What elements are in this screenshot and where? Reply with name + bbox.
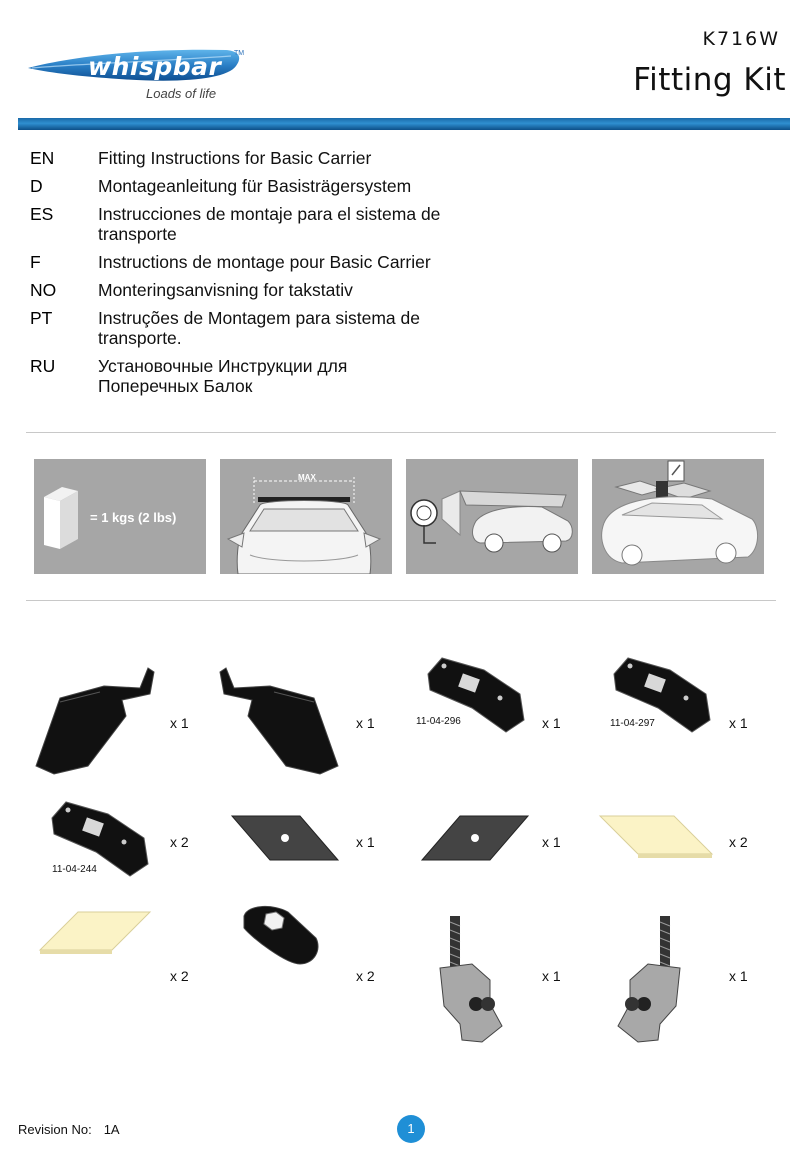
part-rubber-pad-b (38, 908, 154, 965)
revision-number: Revision No: 1A (18, 1122, 120, 1137)
whispbar-logo: whispbar TM Loads of life (26, 42, 246, 104)
part-quantity: x 1 (356, 834, 375, 850)
part-bracket-left (30, 658, 160, 783)
weight-label: = 1 kgs (2 lbs) (90, 510, 177, 525)
part-foot-pad-244 (44, 794, 154, 889)
section-divider (26, 600, 776, 601)
box-weight-icon (44, 487, 78, 549)
language-row-f: F Instructions de montage pour Basic Car… (30, 252, 590, 272)
strap-panel (406, 459, 578, 574)
language-title: Установочные Инструкции для Поперечных Б… (98, 356, 348, 396)
language-row-en: EN Fitting Instructions for Basic Carrie… (30, 148, 590, 168)
part-quantity: x 1 (542, 968, 561, 984)
header-divider (18, 118, 790, 130)
trademark-mark: TM (234, 50, 245, 57)
max-width-panel: MAX (220, 459, 392, 574)
part-quantity: x 2 (170, 968, 189, 984)
nut-cover-icon (243, 906, 319, 965)
part-quantity: x 1 (542, 715, 561, 731)
foot-pad-icon (51, 801, 149, 877)
language-title: Instrucciones de montaje para el sistema… (98, 204, 441, 244)
page-number: 1 (397, 1115, 425, 1143)
language-code: PT (30, 308, 53, 328)
part-clamp-bolt-b (614, 914, 704, 1051)
weight-panel: = 1 kgs (2 lbs) (34, 459, 206, 574)
language-row-pt: PT Instruções de Montagem para sistema d… (30, 308, 590, 348)
foot-pad-icon (427, 657, 525, 733)
language-code: ES (30, 204, 54, 224)
part-plate-a (230, 812, 340, 869)
language-title: Montageanleitung für Basisträgersystem (98, 176, 412, 196)
part-quantity: x 1 (729, 715, 748, 731)
language-row-ru: RU Установочные Инструкции для Поперечны… (30, 356, 590, 396)
part-quantity: x 1 (729, 968, 748, 984)
part-bracket-right (214, 658, 344, 783)
page-title: Fitting Kit (633, 62, 786, 98)
car-front-icon (226, 477, 382, 574)
part-clamp-bolt-a (432, 914, 522, 1051)
bracket-left-icon (35, 667, 155, 775)
language-code: EN (30, 148, 55, 168)
bracket-right-icon (219, 667, 339, 775)
logo-swoosh-icon (28, 49, 240, 81)
car-roof-load-icon (601, 460, 758, 566)
language-row-d: D Montageanleitung für Basisträgersystem (30, 176, 590, 196)
revision-value: 1A (103, 1122, 120, 1137)
language-code: F (30, 252, 41, 272)
max-label: MAX (298, 473, 316, 482)
clamp-bolt-icon (617, 916, 681, 1043)
model-code: K716W (702, 28, 780, 50)
language-code: NO (30, 280, 57, 300)
part-quantity: x 1 (356, 715, 375, 731)
foot-pad-icon (613, 657, 711, 733)
rubber-pad-icon (598, 815, 714, 858)
language-title: Instruções de Montagem para sistema de t… (98, 308, 420, 348)
language-list: EN Fitting Instructions for Basic Carrie… (30, 148, 590, 404)
part-quantity: x 1 (170, 715, 189, 731)
part-code: 11-04-296 (416, 716, 461, 727)
loaded-car-panel (592, 459, 764, 574)
section-divider (26, 432, 776, 433)
brand-name: whispbar (88, 52, 222, 81)
part-foot-pad-297 (606, 650, 716, 745)
language-code: D (30, 176, 43, 196)
part-foot-pad-296 (420, 650, 530, 745)
rubber-pad-icon (38, 911, 152, 954)
language-title: Fitting Instructions for Basic Carrier (98, 148, 372, 168)
brand-tagline: Loads of life (146, 86, 217, 101)
clamp-bolt-icon (439, 916, 503, 1043)
part-nut-cover (238, 898, 328, 975)
page-header: whispbar TM Loads of life K716W Fitting … (0, 0, 808, 140)
revision-label: Revision No: (18, 1122, 92, 1137)
part-quantity: x 1 (542, 834, 561, 850)
car-strap-icon (410, 490, 573, 553)
language-title: Monteringsanvisning for takstativ (98, 280, 353, 300)
part-quantity: x 2 (729, 834, 748, 850)
part-quantity: x 2 (170, 834, 189, 850)
steel-plate-icon (230, 815, 340, 861)
steel-plate-icon (420, 815, 530, 861)
part-code: 11-04-297 (610, 718, 655, 729)
language-row-no: NO Monteringsanvisning for takstativ (30, 280, 590, 300)
language-code: RU (30, 356, 56, 376)
part-code: 11-04-244 (52, 864, 97, 875)
part-plate-b (420, 812, 530, 869)
language-row-es: ES Instrucciones de montaje para el sist… (30, 204, 590, 244)
language-title: Instructions de montage pour Basic Carri… (98, 252, 431, 272)
part-quantity: x 2 (356, 968, 375, 984)
part-rubber-pad-a (598, 812, 714, 869)
